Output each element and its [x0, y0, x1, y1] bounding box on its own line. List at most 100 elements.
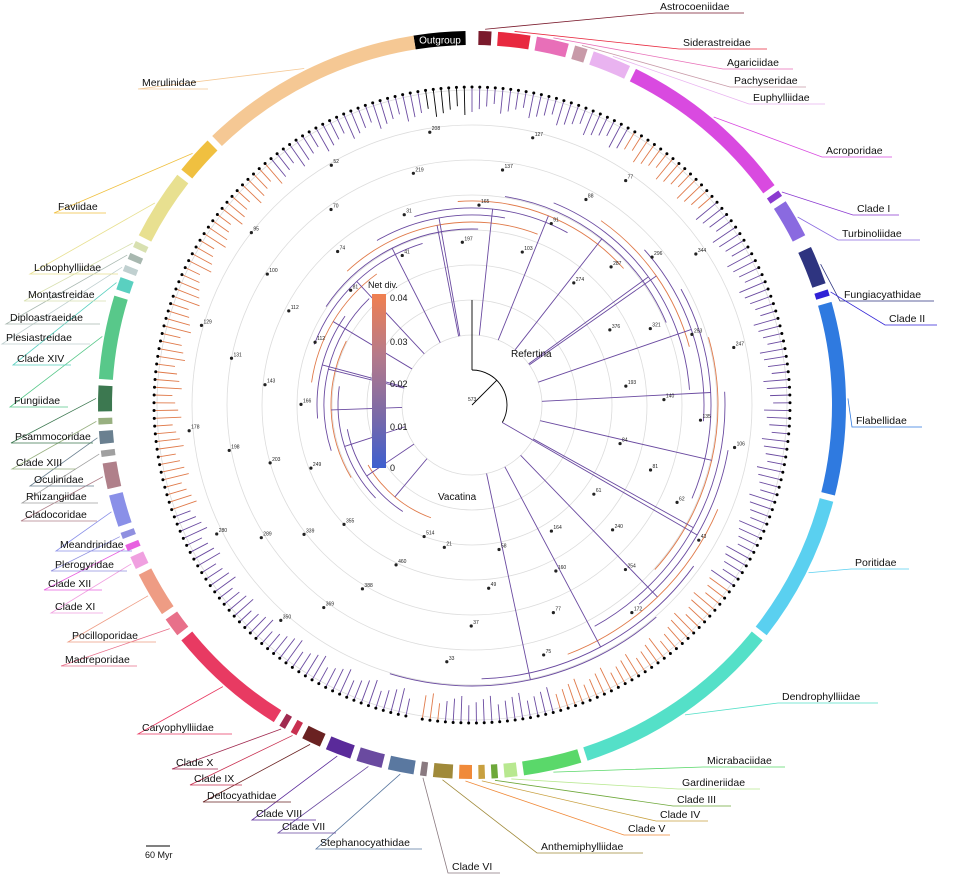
callout-line	[481, 780, 708, 822]
tip-dot	[163, 485, 167, 489]
family-label: Rhizangiidae	[26, 491, 87, 503]
branch	[769, 424, 790, 427]
branch	[456, 87, 458, 107]
callout-line	[808, 568, 909, 574]
branch	[727, 253, 752, 268]
node-age: 203	[272, 457, 281, 463]
legend-tick: 0.02	[390, 379, 408, 389]
tip-dot	[781, 470, 785, 474]
tip-dot	[170, 508, 174, 512]
tip-dot	[493, 86, 497, 90]
callout-line	[781, 191, 899, 216]
callout-line	[494, 779, 731, 807]
branch	[394, 96, 400, 115]
tip-dot	[381, 708, 385, 712]
family-label: Clade VIII	[256, 808, 302, 820]
tip-dot	[639, 134, 643, 138]
tip-dot	[331, 689, 335, 693]
branch	[279, 638, 296, 659]
tip-dot	[317, 682, 321, 686]
branch	[739, 520, 765, 532]
node-dot	[487, 586, 491, 590]
branch	[691, 599, 711, 617]
branch	[183, 527, 208, 539]
branch	[478, 87, 481, 110]
branch	[710, 569, 735, 586]
node-dot	[648, 326, 652, 331]
tip-dot	[232, 614, 236, 618]
branch	[763, 379, 790, 383]
branch	[295, 139, 310, 161]
branch	[205, 567, 223, 580]
branch	[364, 105, 372, 123]
tip-dot	[612, 119, 616, 123]
tip-dot	[591, 109, 595, 113]
callout-line	[553, 766, 785, 773]
tip-dot	[786, 440, 790, 444]
node-age: 49	[491, 582, 497, 588]
branch	[737, 543, 755, 553]
node-dot	[624, 178, 628, 183]
branch	[285, 640, 303, 664]
branch	[322, 364, 405, 388]
tip-dot	[178, 529, 182, 533]
callout-line	[10, 398, 97, 444]
branch	[173, 295, 200, 307]
tip-dot	[505, 719, 509, 723]
node-age: 52	[333, 159, 339, 165]
branch	[360, 680, 370, 704]
tip-dot	[181, 536, 185, 540]
node-dot	[249, 231, 253, 235]
family-label: Plesiastreidae	[6, 332, 72, 344]
callout-line	[713, 116, 892, 158]
branch	[758, 325, 781, 332]
branch	[725, 239, 745, 252]
node-age: 31	[406, 209, 412, 215]
tip-dot	[252, 172, 256, 176]
branch	[504, 700, 508, 722]
branch	[228, 595, 247, 611]
family-arc	[589, 51, 631, 79]
node-age: 75	[546, 649, 552, 655]
tip-dot	[307, 130, 311, 134]
node-dot	[542, 653, 546, 657]
branch	[214, 576, 236, 593]
tip-dot	[536, 714, 540, 718]
tip-dot	[725, 213, 729, 217]
tip-dot	[290, 665, 294, 669]
tip-dot	[784, 354, 788, 358]
tip-dot	[509, 87, 513, 91]
branch	[201, 563, 217, 573]
tip-dot	[161, 478, 165, 482]
branch	[738, 535, 758, 546]
branch	[731, 246, 749, 257]
node-dot	[624, 384, 628, 388]
branch	[573, 678, 584, 704]
node-age: 165	[481, 199, 490, 205]
tip-dot	[220, 206, 224, 210]
tip-dot	[194, 245, 198, 249]
node-dot	[732, 345, 736, 350]
branch	[169, 494, 192, 503]
tip-dot	[768, 515, 772, 519]
callout-line	[20, 476, 104, 522]
callout-line	[43, 548, 125, 591]
tree-branches	[154, 87, 790, 723]
node-dot	[187, 429, 191, 433]
branch	[463, 87, 466, 116]
branch	[698, 196, 713, 209]
tip-dot	[190, 252, 194, 256]
tip-dot	[204, 577, 208, 581]
branch	[563, 102, 572, 125]
tip-dot	[528, 716, 532, 720]
callout-line	[314, 773, 422, 850]
tip-dot	[656, 661, 660, 665]
tip-dot	[581, 701, 585, 705]
tip-dot	[240, 183, 244, 187]
branch	[291, 651, 304, 668]
tip-dot	[776, 316, 780, 320]
branch	[478, 209, 494, 336]
tip-dot	[757, 266, 761, 270]
branch	[767, 340, 784, 345]
tip-dot	[692, 631, 696, 635]
